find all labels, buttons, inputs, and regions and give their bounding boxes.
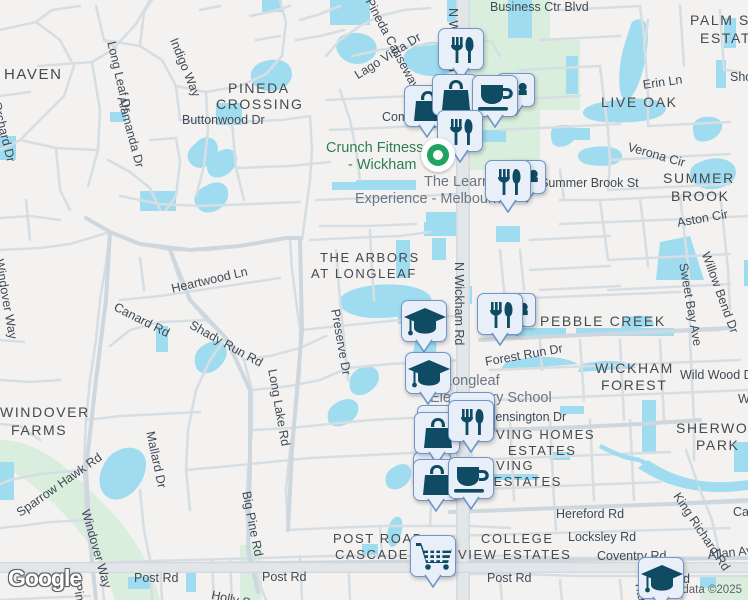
marker-tail-outline: [462, 496, 480, 510]
marker-tail-outline: [499, 199, 517, 213]
map-marker-restaurant[interactable]: [485, 160, 531, 214]
marker-tail-outline: [419, 391, 437, 405]
map-marker-school[interactable]: [401, 300, 447, 354]
map-marker-shopping-cart[interactable]: [410, 535, 456, 589]
gym-marker[interactable]: [421, 138, 455, 180]
marker-body: [477, 293, 523, 335]
marker-body: [432, 74, 478, 116]
map-marker-restaurant[interactable]: [477, 293, 523, 347]
map-marker-shopping-bag[interactable]: [404, 85, 450, 139]
marker-body: [404, 85, 450, 127]
gym-inner-dot-icon: [433, 150, 443, 160]
waterway: [598, 443, 748, 489]
marker-tail-outline: [652, 596, 670, 600]
marker-body: [438, 28, 484, 70]
marker-body: [405, 352, 451, 394]
marker-body: [472, 75, 518, 117]
marker-tail-outline: [462, 439, 480, 453]
marker-tail-outline: [418, 124, 436, 138]
map-marker-school[interactable]: [638, 557, 684, 600]
map-marker-restaurant[interactable]: [438, 28, 484, 82]
marker-tail-outline: [427, 498, 445, 512]
highway-post-rd: [0, 562, 748, 573]
marker-body: [401, 300, 447, 342]
marker-tail-outline: [486, 114, 504, 128]
map-marker-cafe[interactable]: [448, 457, 494, 511]
map-marker-restaurant[interactable]: [437, 110, 483, 164]
marker-body: [448, 457, 494, 499]
marker-tail-outline: [491, 332, 509, 346]
marker-body: [485, 160, 531, 202]
marker-tail-outline: [415, 339, 433, 353]
map-marker-cafe[interactable]: [472, 75, 518, 129]
map-marker-restaurant[interactable]: [448, 400, 494, 454]
map-marker-school[interactable]: [405, 352, 451, 406]
marker-body: [448, 400, 494, 442]
marker-body: [638, 557, 684, 599]
marker-body: [410, 535, 456, 577]
marker-body: [437, 110, 483, 152]
marker-tail-outline: [424, 574, 442, 588]
